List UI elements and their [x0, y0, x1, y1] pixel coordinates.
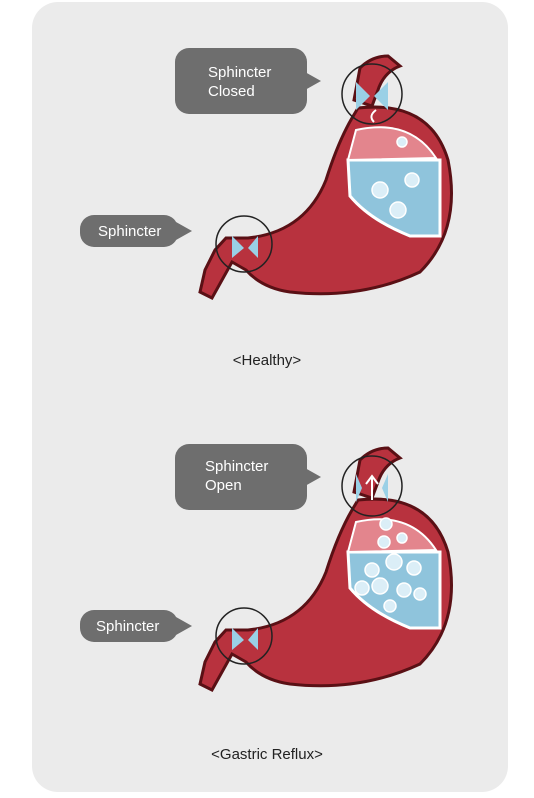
bottom-sphincter-zoom-ring: [215, 607, 273, 665]
callout-sphincter-bottom: Sphincter: [80, 610, 192, 642]
callout-sphincter-closed: Sphincter Closed: [175, 48, 321, 114]
callout-label: Sphincter: [98, 223, 162, 240]
stomach-highlight: [346, 518, 438, 554]
callout-line-1: Sphincter: [205, 458, 269, 475]
callout-line-2: Closed: [208, 83, 255, 100]
gas-bubbles: [371, 136, 420, 219]
caption-gastric-reflux: <Gastric Reflux>: [211, 746, 323, 763]
healthy-stomach-illustration: [198, 54, 453, 300]
top-sphincter-closed: [356, 82, 388, 110]
callout-sphincter-bottom: Sphincter: [80, 215, 192, 247]
callout-sphincter-open: Sphincter Open: [175, 444, 321, 510]
callout-line-2: Open: [205, 477, 242, 494]
callout-label: Sphincter: [96, 618, 160, 635]
callout-line-1: Sphincter: [208, 64, 272, 81]
caption-healthy: <Healthy>: [232, 352, 302, 369]
bottom-sphincter: [232, 628, 258, 650]
reflux-stomach-illustration: [198, 446, 453, 692]
bottom-sphincter: [232, 236, 258, 258]
bottom-sphincter-zoom-ring: [215, 215, 273, 273]
curl-arrow-icon: [370, 109, 377, 123]
gas-bubbles: [354, 517, 427, 613]
top-sphincter-zoom-ring: [341, 63, 403, 125]
top-sphincter-zoom-ring: [341, 455, 403, 517]
up-arrow-icon: [365, 474, 379, 500]
stomach-highlight: [346, 126, 438, 162]
